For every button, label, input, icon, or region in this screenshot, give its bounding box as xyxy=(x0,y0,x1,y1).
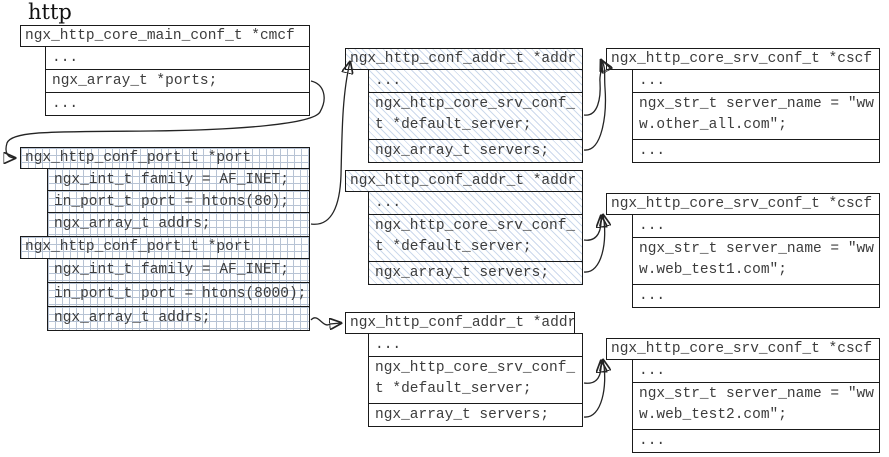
cscf3-struct-fields: ... ngx_str_t server_name = ″www.web_tes… xyxy=(632,359,880,453)
diagram-title: http xyxy=(28,0,72,24)
addr2-field-default-server: ngx_http_core_srv_conf_t *default_server… xyxy=(368,214,583,262)
port1-field-port: in_port_t port = htons(80); xyxy=(47,190,310,213)
addr3-field-default-server: ngx_http_core_srv_conf_t *default_server… xyxy=(368,356,583,404)
cscf3-field-server-name: ngx_str_t server_name = ″www.web_test2.c… xyxy=(632,382,880,430)
addr1-struct-fields: ... ngx_http_core_srv_conf_t *default_se… xyxy=(368,69,583,163)
port2-field-family: ngx_int_t family = AF_INET; xyxy=(47,258,310,283)
addr3-struct-fields: ... ngx_http_core_srv_conf_t *default_se… xyxy=(368,333,583,427)
addr2-field-ellipsis: ... xyxy=(368,191,583,215)
cmcf-field-ports: ngx_array_t *ports; xyxy=(45,69,310,93)
cscf3-field-ellipsis-2: ... xyxy=(632,429,880,453)
cscf1-field-ellipsis-1: ... xyxy=(632,69,880,93)
port2-struct-fields: ngx_int_t family = AF_INET; in_port_t po… xyxy=(47,258,310,331)
addr1-field-servers: ngx_array_t servers; xyxy=(368,139,583,163)
arrow-addr2-default-server-to-cscf2 xyxy=(583,216,601,241)
cscf1-field-ellipsis-2: ... xyxy=(632,139,880,163)
arrow-addr3-default-server-to-cscf3 xyxy=(583,361,601,384)
port1-field-addrs: ngx_array_t addrs; xyxy=(47,212,310,237)
port1-struct-fields: ngx_int_t family = AF_INET; in_port_t po… xyxy=(47,168,310,237)
arrow-addr1-servers-to-cscf1 xyxy=(583,61,605,151)
arrow-port2-addrs-to-addr3 xyxy=(310,318,341,325)
addr2-field-servers: ngx_array_t servers; xyxy=(368,261,583,285)
arrow-addr3-servers-to-cscf3 xyxy=(583,360,605,418)
cscf3-field-ellipsis-1: ... xyxy=(632,359,880,383)
addr2-struct-header: ngx_http_conf_addr_t *addr xyxy=(345,170,583,192)
cmcf-struct-header: ngx_http_core_main_conf_t *cmcf xyxy=(20,25,310,47)
port2-struct-header: ngx_http_conf_port_t *port xyxy=(20,236,310,259)
addr3-struct-header: ngx_http_conf_addr_t *addr xyxy=(345,312,575,334)
cscf1-struct-fields: ... ngx_str_t server_name = ″www.other_a… xyxy=(632,69,880,163)
arrow-addr1-default-server-to-cscf1 xyxy=(583,60,602,116)
addr1-field-default-server: ngx_http_core_srv_conf_t *default_server… xyxy=(368,92,583,140)
cscf1-field-server-name: ngx_str_t server_name = ″www.other_all.c… xyxy=(632,92,880,140)
addr3-field-servers: ngx_array_t servers; xyxy=(368,403,583,427)
cscf2-field-ellipsis-1: ... xyxy=(632,214,880,238)
addr1-field-ellipsis: ... xyxy=(368,69,583,93)
port2-field-port: in_port_t port = htons(8000); xyxy=(47,282,310,307)
port2-field-addrs: ngx_array_t addrs; xyxy=(47,306,310,331)
cscf2-struct-fields: ... ngx_str_t server_name = ″www.web_tes… xyxy=(632,214,880,308)
port1-field-family: ngx_int_t family = AF_INET; xyxy=(47,168,310,191)
cscf2-struct-header: ngx_http_core_srv_conf_t *cscf xyxy=(606,193,880,215)
addr2-struct-fields: ... ngx_http_core_srv_conf_t *default_se… xyxy=(368,191,583,285)
addr3-field-ellipsis: ... xyxy=(368,333,583,357)
arrow-port1-addrs-to-addr1 xyxy=(310,62,350,225)
addr1-struct-header: ngx_http_conf_addr_t *addr xyxy=(345,48,583,70)
cmcf-field-ellipsis-2: ... xyxy=(45,92,310,116)
cscf2-field-ellipsis-2: ... xyxy=(632,284,880,308)
port1-struct-header: ngx_http_conf_port_t *port xyxy=(20,147,310,169)
cmcf-field-ellipsis-1: ... xyxy=(45,46,310,70)
cmcf-struct-fields: ... ngx_array_t *ports; ... xyxy=(45,46,310,116)
arrow-addr2-servers-to-cscf2 xyxy=(583,215,605,273)
cscf1-struct-header: ngx_http_core_srv_conf_t *cscf xyxy=(606,48,880,70)
cscf3-struct-header: ngx_http_core_srv_conf_t *cscf xyxy=(606,338,880,360)
cscf2-field-server-name: ngx_str_t server_name = ″www.web_test1.c… xyxy=(632,237,880,285)
